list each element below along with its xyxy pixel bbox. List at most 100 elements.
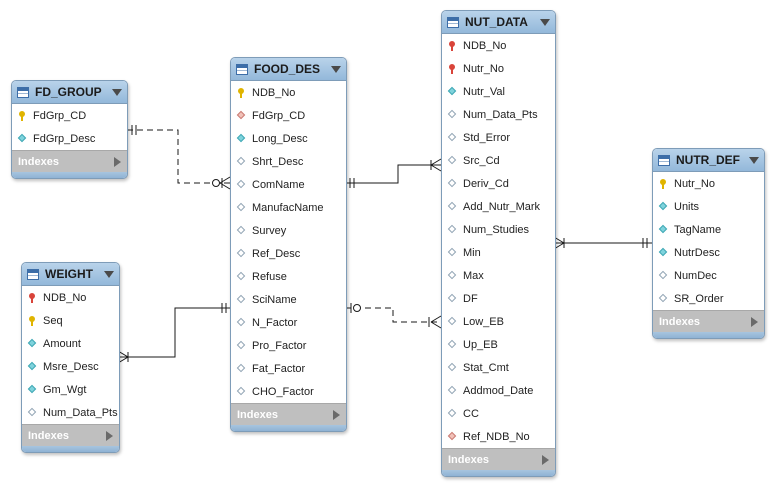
field-name: Num_Data_Pts bbox=[463, 108, 538, 121]
field-row[interactable]: N_Factor bbox=[231, 311, 346, 334]
field-name: Gm_Wgt bbox=[43, 383, 87, 396]
relationship-fooddes-nutdata-ref[interactable] bbox=[345, 303, 442, 329]
relationship-nutrdef-nutdata[interactable] bbox=[553, 236, 652, 250]
field-row[interactable]: Std_Error bbox=[442, 126, 555, 149]
field-row[interactable]: FdGrp_CD bbox=[231, 104, 346, 127]
attribute-filled-icon bbox=[28, 362, 38, 372]
field-row[interactable]: Amount bbox=[22, 332, 119, 355]
field-row[interactable]: Src_Cd bbox=[442, 149, 555, 172]
table-header[interactable]: WEIGHT bbox=[22, 263, 119, 286]
field-row[interactable]: Num_Data_Pts bbox=[442, 103, 555, 126]
collapse-toggle-icon[interactable] bbox=[749, 156, 759, 164]
attribute-icon bbox=[237, 157, 247, 167]
field-row[interactable]: Pro_Factor bbox=[231, 334, 346, 357]
field-row[interactable]: Add_Nutr_Mark bbox=[442, 195, 555, 218]
collapse-toggle-icon[interactable] bbox=[331, 65, 341, 73]
field-row[interactable]: FdGrp_Desc bbox=[12, 127, 127, 150]
relationship-fooddes-nutdata[interactable] bbox=[345, 158, 442, 188]
field-row[interactable]: Nutr_No bbox=[442, 57, 555, 80]
expand-arrow-icon[interactable] bbox=[333, 409, 340, 420]
field-row[interactable]: Deriv_Cd bbox=[442, 172, 555, 195]
relationship-fooddes-weight[interactable] bbox=[117, 303, 230, 364]
field-name: Deriv_Cd bbox=[463, 177, 509, 190]
table-name: FOOD_DES bbox=[254, 62, 321, 76]
attribute-icon bbox=[448, 202, 458, 212]
indexes-section[interactable]: Indexes bbox=[22, 424, 119, 446]
attribute-icon bbox=[237, 226, 247, 236]
field-row[interactable]: Num_Data_Pts bbox=[22, 401, 119, 424]
field-row[interactable]: Msre_Desc bbox=[22, 355, 119, 378]
field-row[interactable]: NutrDesc bbox=[653, 241, 764, 264]
field-row[interactable]: Nutr_Val bbox=[442, 80, 555, 103]
field-row[interactable]: SR_Order bbox=[653, 287, 764, 310]
field-name: ComName bbox=[252, 178, 305, 191]
indexes-section[interactable]: Indexes bbox=[231, 403, 346, 425]
field-row[interactable]: Stat_Cmt bbox=[442, 356, 555, 379]
field-row[interactable]: CHO_Factor bbox=[231, 380, 346, 403]
field-row[interactable]: DF bbox=[442, 287, 555, 310]
attribute-icon bbox=[659, 271, 669, 281]
field-row[interactable]: Num_Studies bbox=[442, 218, 555, 241]
field-row[interactable]: Survey bbox=[231, 219, 346, 242]
field-row[interactable]: NumDec bbox=[653, 264, 764, 287]
indexes-section[interactable]: Indexes bbox=[653, 310, 764, 332]
table-header[interactable]: FD_GROUP bbox=[12, 81, 127, 104]
collapse-toggle-icon[interactable] bbox=[540, 18, 550, 26]
field-row[interactable]: FdGrp_CD bbox=[12, 104, 127, 127]
field-row[interactable]: Max bbox=[442, 264, 555, 287]
field-row[interactable]: Addmod_Date bbox=[442, 379, 555, 402]
field-row[interactable]: Long_Desc bbox=[231, 127, 346, 150]
table-bottom-bar bbox=[12, 172, 127, 178]
field-row[interactable]: NDB_No bbox=[231, 81, 346, 104]
table-header[interactable]: NUT_DATA bbox=[442, 11, 555, 34]
indexes-section[interactable]: Indexes bbox=[12, 150, 127, 172]
field-row[interactable]: Refuse bbox=[231, 265, 346, 288]
indexes-section[interactable]: Indexes bbox=[442, 448, 555, 470]
field-row[interactable]: SciName bbox=[231, 288, 346, 311]
field-name: DF bbox=[463, 292, 478, 305]
collapse-toggle-icon[interactable] bbox=[104, 270, 114, 278]
field-name: Shrt_Desc bbox=[252, 155, 304, 168]
table-header[interactable]: FOOD_DES bbox=[231, 58, 346, 81]
field-row[interactable]: Shrt_Desc bbox=[231, 150, 346, 173]
field-row[interactable]: TagName bbox=[653, 218, 764, 241]
field-row[interactable]: Gm_Wgt bbox=[22, 378, 119, 401]
field-row[interactable]: ComName bbox=[231, 173, 346, 196]
expand-arrow-icon[interactable] bbox=[114, 156, 121, 167]
expand-arrow-icon[interactable] bbox=[542, 454, 549, 465]
relationship-fdgroup-fooddes[interactable] bbox=[127, 125, 231, 190]
field-row[interactable]: Ref_Desc bbox=[231, 242, 346, 265]
field-row[interactable]: Units bbox=[653, 195, 764, 218]
field-row[interactable]: Fat_Factor bbox=[231, 357, 346, 380]
primary-key-icon bbox=[18, 110, 28, 121]
field-name: Refuse bbox=[252, 270, 287, 283]
field-row[interactable]: Nutr_No bbox=[653, 172, 764, 195]
collapse-toggle-icon[interactable] bbox=[112, 88, 122, 96]
field-row[interactable]: Min bbox=[442, 241, 555, 264]
indexes-label: Indexes bbox=[659, 315, 700, 328]
expand-arrow-icon[interactable] bbox=[106, 430, 113, 441]
attribute-filled-icon bbox=[28, 339, 38, 349]
field-row[interactable]: Seq bbox=[22, 309, 119, 332]
field-row[interactable]: CC bbox=[442, 402, 555, 425]
attribute-icon bbox=[237, 180, 247, 190]
attribute-icon bbox=[28, 408, 38, 418]
field-name: Low_EB bbox=[463, 315, 504, 328]
attribute-icon bbox=[448, 271, 458, 281]
indexes-label: Indexes bbox=[28, 429, 69, 442]
table-header[interactable]: NUTR_DEF bbox=[653, 149, 764, 172]
attribute-icon bbox=[448, 156, 458, 166]
field-row[interactable]: NDB_No bbox=[442, 34, 555, 57]
field-row[interactable]: ManufacName bbox=[231, 196, 346, 219]
field-row[interactable]: Up_EB bbox=[442, 333, 555, 356]
expand-arrow-icon[interactable] bbox=[751, 316, 758, 327]
field-row[interactable]: NDB_No bbox=[22, 286, 119, 309]
field-row[interactable]: Ref_NDB_No bbox=[442, 425, 555, 448]
field-name: Nutr_No bbox=[674, 177, 715, 190]
field-row[interactable]: Low_EB bbox=[442, 310, 555, 333]
